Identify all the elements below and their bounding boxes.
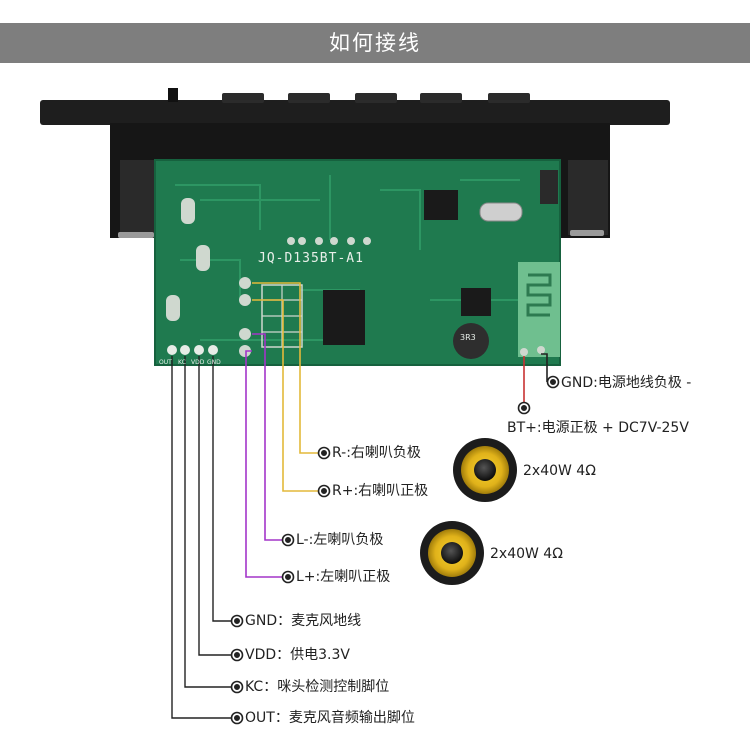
- pin-label-kc: KC: [178, 359, 186, 366]
- mic-vdd-label: VDD：供电3.3V: [245, 647, 350, 663]
- left-speaker-negative-label: L-:左喇叭负极: [296, 532, 384, 548]
- pin-label-out: OUT: [159, 359, 172, 366]
- power-gnd-label: GND:电源地线负极 -: [561, 375, 692, 391]
- mic-gnd-label: GND：麦克风地线: [245, 613, 362, 629]
- speaker-icon: [453, 438, 517, 502]
- regulator-chip: [461, 288, 491, 316]
- page-header: 如何接线: [0, 23, 750, 63]
- board-model-silkscreen: JQ-D135BT-A1: [258, 251, 364, 266]
- crystal: [479, 202, 523, 222]
- bt-antenna: [518, 262, 560, 357]
- amp-chip: [323, 290, 365, 345]
- inductor: [453, 323, 489, 359]
- mic-out-label: OUT：麦克风音频输出脚位: [245, 710, 415, 726]
- pin-label-vdd: VDD: [191, 359, 205, 366]
- right-speaker-spec: 2x40W 4Ω: [523, 463, 596, 479]
- bt-chip: [424, 190, 458, 220]
- inductor-marking: 3R3: [460, 333, 476, 342]
- right-speaker-wires: [252, 282, 318, 492]
- power-bt-label: BT+:电源正极 + DC7V-25V: [507, 420, 689, 436]
- left-speaker-positive-label: L+:左喇叭正极: [296, 569, 391, 585]
- terminal-rings: [230, 375, 560, 725]
- right-speaker-positive-label: R+:右喇叭正极: [332, 483, 429, 499]
- left-speaker-spec: 2x40W 4Ω: [490, 546, 563, 562]
- right-speaker-negative-label: R-:右喇叭负极: [332, 445, 421, 461]
- mic-wires: [171, 356, 231, 719]
- pin-label-gnd: GND: [207, 359, 221, 366]
- page-title: 如何接线: [329, 31, 421, 55]
- power-wires: [523, 353, 548, 402]
- speaker-icon: [420, 521, 484, 585]
- pcb-board: [154, 159, 561, 366]
- mic-kc-label: KC：咪头检测控制脚位: [245, 679, 390, 695]
- left-speaker-wires: [245, 333, 282, 578]
